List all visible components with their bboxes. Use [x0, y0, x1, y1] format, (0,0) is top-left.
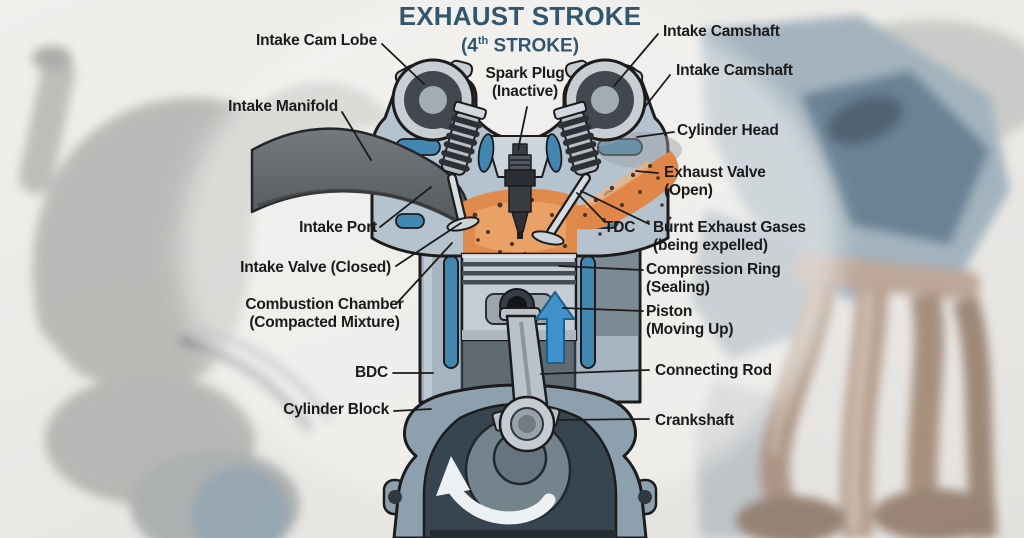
- label-compression-ring: Compression Ring (Sealing): [646, 261, 781, 296]
- oil-ring-groove: [462, 280, 576, 285]
- compression-ring-groove: [462, 271, 576, 276]
- crank-rotation-arrow: [436, 456, 556, 525]
- connecting-rod-part: [491, 307, 561, 453]
- coolant-passage-left: [443, 255, 459, 369]
- label-bdc: BDC: [355, 364, 388, 381]
- leader-exhaust-valve: [635, 170, 659, 174]
- label-intake-valve: Intake Valve (Closed): [240, 259, 391, 276]
- oil-pan-edge: [430, 530, 616, 538]
- compression-ring-groove: [462, 262, 576, 267]
- label-burnt-exhaust-gases: Burnt Exhaust Gases (being expelled): [653, 219, 806, 254]
- exhaust-valve-assembly: [531, 100, 602, 246]
- label-piston: Piston (Moving Up): [646, 303, 734, 338]
- label-exhaust-valve: Exhaust Valve (Open): [664, 164, 766, 199]
- diagram-title: EXHAUST STROKE (4th STROKE): [360, 2, 680, 56]
- label-connecting-rod: Connecting Rod: [655, 362, 772, 379]
- bolt-hole-left: [388, 490, 402, 504]
- leader-burnt-gases: [580, 190, 650, 225]
- intake-valve-assembly: [438, 100, 487, 232]
- title-main: EXHAUST STROKE: [398, 1, 642, 31]
- spark-plug: [504, 143, 536, 239]
- leader-cylinder-head: [636, 131, 675, 138]
- leader-intake-cam-lobe: [381, 43, 425, 85]
- engine-cutaway: [250, 58, 682, 538]
- label-intake-cam-lobe: Intake Cam Lobe: [255, 32, 377, 49]
- leader-intake-valve: [395, 222, 462, 267]
- leader-compression-ring: [558, 265, 644, 271]
- label-crankshaft: Crankshaft: [655, 412, 734, 429]
- leader-intake-camshaft-top: [613, 33, 659, 87]
- leader-intake-port: [379, 186, 432, 228]
- label-cylinder-block: Cylinder Block: [283, 401, 389, 418]
- leader-lines: [341, 33, 675, 421]
- label-combustion-chamber: Combustion Chamber (Compacted Mixture): [245, 296, 404, 331]
- leader-intake-manifold: [341, 111, 372, 161]
- leader-crankshaft: [557, 418, 650, 421]
- leader-combustion-chamber: [396, 242, 453, 304]
- label-intake-port: Intake Port: [299, 219, 377, 236]
- label-spark-plug: Spark Plug (Inactive): [485, 65, 565, 100]
- label-tdc: TDC: [604, 219, 636, 236]
- exhaust-valve-head: [531, 230, 565, 246]
- label-intake-manifold: Intake Manifold: [228, 98, 338, 115]
- title-sub: (4th STROKE): [460, 35, 580, 57]
- intake-camshaft-left: [391, 58, 475, 142]
- leader-cylinder-block: [393, 408, 432, 412]
- label-cylinder-head: Cylinder Head: [677, 122, 779, 139]
- coolant-passage-right: [580, 255, 596, 369]
- label-intake-camshaft-lower: Intake Camshaft: [676, 62, 793, 79]
- coolant-passages-head: [395, 133, 643, 229]
- bolt-hole-right: [638, 490, 652, 504]
- leader-tdc: [576, 192, 605, 222]
- leader-piston: [562, 307, 644, 312]
- leader-connecting-rod: [540, 369, 650, 375]
- label-intake-camshaft-top: Intake Camshaft: [663, 23, 780, 40]
- leader-spark-plug: [517, 106, 528, 151]
- leader-intake-camshaft-lower: [643, 74, 671, 109]
- piston-up-arrow: [535, 291, 575, 364]
